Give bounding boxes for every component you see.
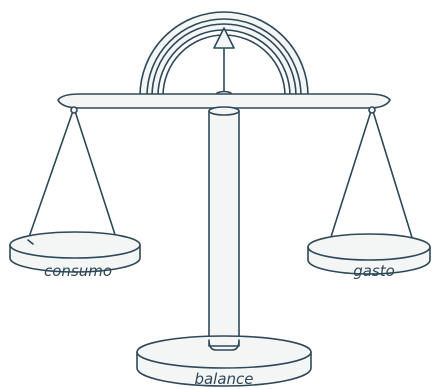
label-balance: balance	[194, 370, 253, 388]
left-pan-strings	[28, 107, 120, 250]
right-pan-strings	[330, 107, 414, 244]
scale-beam	[58, 94, 390, 108]
gauge-needle	[214, 28, 234, 99]
scale-pillar	[209, 107, 239, 350]
label-gasto: gasto	[353, 262, 395, 280]
label-consumo: consumo	[44, 262, 112, 280]
